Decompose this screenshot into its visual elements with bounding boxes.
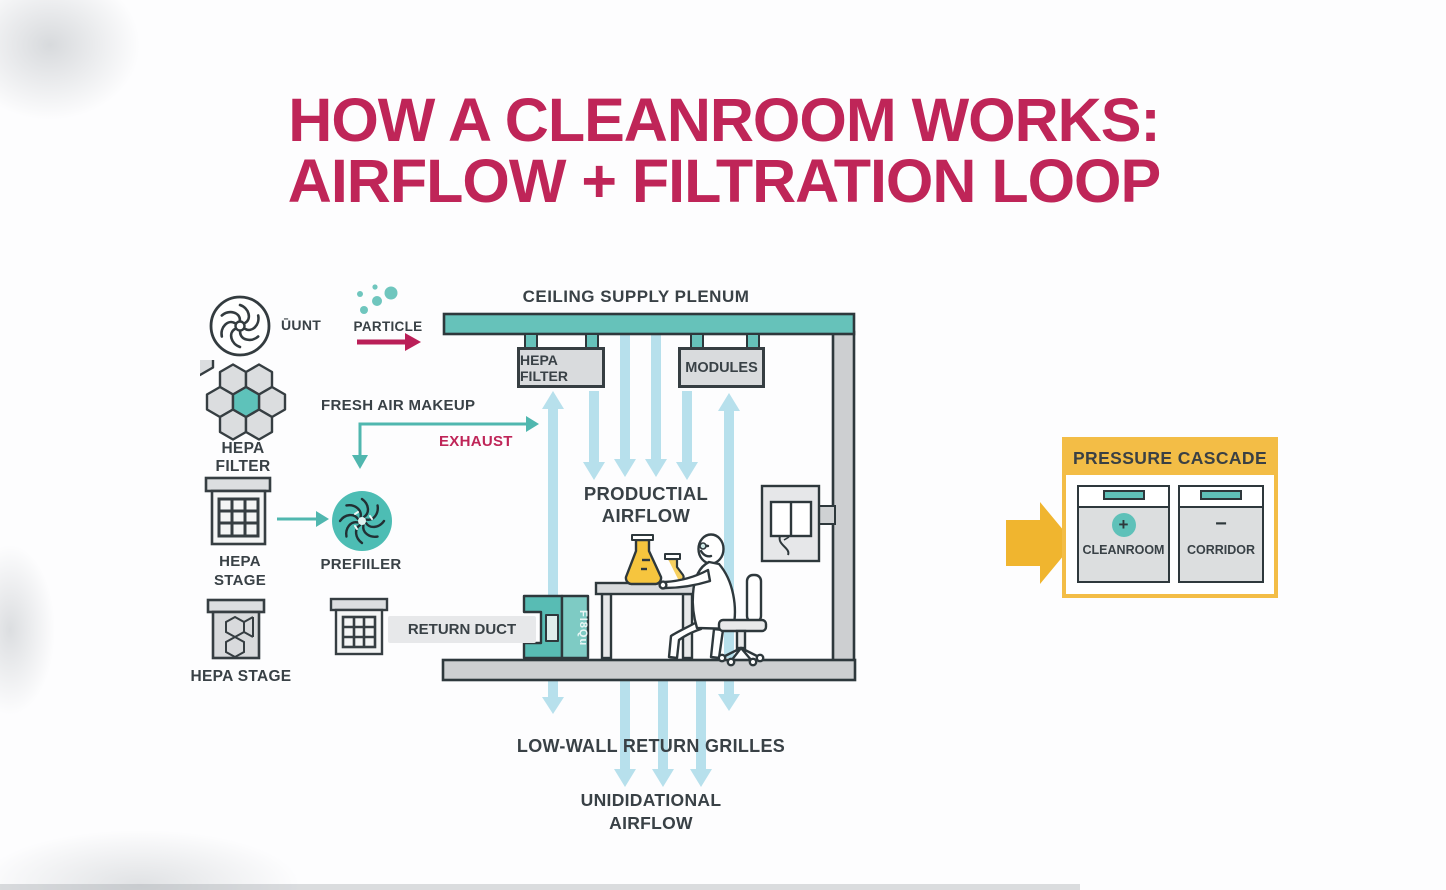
corridor-lid bbox=[1180, 487, 1262, 508]
productial-airflow-line1: PRODUCTIAL bbox=[583, 483, 709, 504]
return-duct-unit bbox=[522, 594, 590, 660]
page-title-line1: HOW A CLEANROOM WORKS: bbox=[288, 86, 1160, 154]
return-duct-label: RETURN DUCT bbox=[407, 621, 517, 638]
prefilter-feed-arrow bbox=[277, 511, 329, 527]
corridor-vent bbox=[1200, 490, 1242, 500]
plenum-label: CEILING SUPPLY PLENUM bbox=[522, 287, 750, 306]
unidirectional-label: UNIDIDATIONAL AIRFLOW bbox=[526, 789, 776, 835]
hepa-stage-top-label: HEPA STAGE bbox=[190, 552, 290, 590]
minus-icon: − bbox=[1215, 513, 1227, 535]
flask-small bbox=[664, 553, 685, 583]
hepa-stage-top-line1: HEPA bbox=[219, 553, 261, 570]
hepa-filter-box-label: HEPA FILTER bbox=[520, 351, 568, 384]
hepa-filter-legend-label: HEPA FILTER bbox=[215, 440, 271, 475]
prefilter-label: PREFIILER bbox=[320, 556, 402, 573]
page-title: HOW A CLEANROOM WORKS: AIRFLOW + FILTRAT… bbox=[224, 90, 1224, 212]
corridor-label: CORRIDOR bbox=[1186, 543, 1256, 557]
cascade-arrow bbox=[1006, 502, 1074, 584]
worker-figure bbox=[658, 533, 737, 660]
duct-side-text: FI8Qu bbox=[577, 609, 589, 647]
hepa-stage-bottom-label: HEPA STAGE bbox=[190, 668, 292, 685]
return-grid-icon bbox=[329, 597, 389, 656]
pressure-cascade-panel: PRESSURE CASCADE + CLEANROOM − CORRIDOR bbox=[1062, 437, 1278, 598]
page-title-line2: AIRFLOW + FILTRATION LOOP bbox=[287, 147, 1161, 215]
return-grille-arrows bbox=[542, 681, 740, 787]
unidirectional-line1: UNIDIDATIONAL bbox=[580, 790, 722, 810]
hepa-filter-hex-icon bbox=[200, 360, 287, 441]
hepa-stage-grid-icon bbox=[204, 476, 272, 546]
modules-box: MODULES bbox=[678, 347, 765, 388]
airflow-arrows bbox=[542, 335, 740, 658]
cleanroom-vent bbox=[1102, 490, 1145, 500]
fresh-air-arrowheads bbox=[352, 416, 539, 469]
cascade-room-corridor: − CORRIDOR bbox=[1178, 485, 1264, 583]
particle-arrow bbox=[357, 333, 421, 351]
hepa-filter-box: HEPA FILTER bbox=[517, 347, 605, 388]
cascade-room-cleanroom: + CLEANROOM bbox=[1077, 485, 1170, 583]
cleanroom-sign: + bbox=[1079, 513, 1168, 537]
corridor-sign: − bbox=[1180, 513, 1262, 536]
cleanroom-lid bbox=[1079, 487, 1168, 508]
particle-icon bbox=[357, 284, 398, 314]
work-table bbox=[594, 581, 708, 660]
office-chair bbox=[717, 573, 768, 667]
return-duct-pill: RETURN DUCT bbox=[388, 616, 536, 643]
particle-label: PARTICLE bbox=[353, 319, 423, 334]
plus-icon: + bbox=[1111, 513, 1136, 537]
pressure-cascade-header: PRESSURE CASCADE bbox=[1066, 441, 1274, 475]
hepa-stage-hex-icon bbox=[206, 598, 266, 660]
wall-panel bbox=[760, 484, 836, 563]
fresh-air-label: FRESH AIR MAKEUP bbox=[321, 397, 476, 414]
fresh-air-line bbox=[358, 422, 526, 456]
productial-airflow-label: PRODUCTIAL AIRFLOW bbox=[546, 483, 746, 527]
prefilter-icon bbox=[332, 491, 392, 551]
unidirectional-line2: AIRFLOW bbox=[609, 813, 693, 833]
fan-icon bbox=[209, 295, 271, 357]
cleanroom-label: CLEANROOM bbox=[1082, 543, 1165, 557]
low-wall-label: LOW-WALL RETURN GRILLES bbox=[516, 736, 786, 756]
modules-box-label: MODULES bbox=[685, 359, 758, 376]
fan-label: ŪUNT bbox=[281, 317, 322, 333]
flask-large bbox=[624, 534, 663, 586]
hepa-stage-top-line2: STAGE bbox=[213, 572, 267, 589]
pressure-cascade-title: PRESSURE CASCADE bbox=[1072, 447, 1268, 468]
exhaust-label: EXHAUST bbox=[439, 433, 513, 450]
productial-airflow-line2: AIRFLOW bbox=[601, 505, 691, 526]
